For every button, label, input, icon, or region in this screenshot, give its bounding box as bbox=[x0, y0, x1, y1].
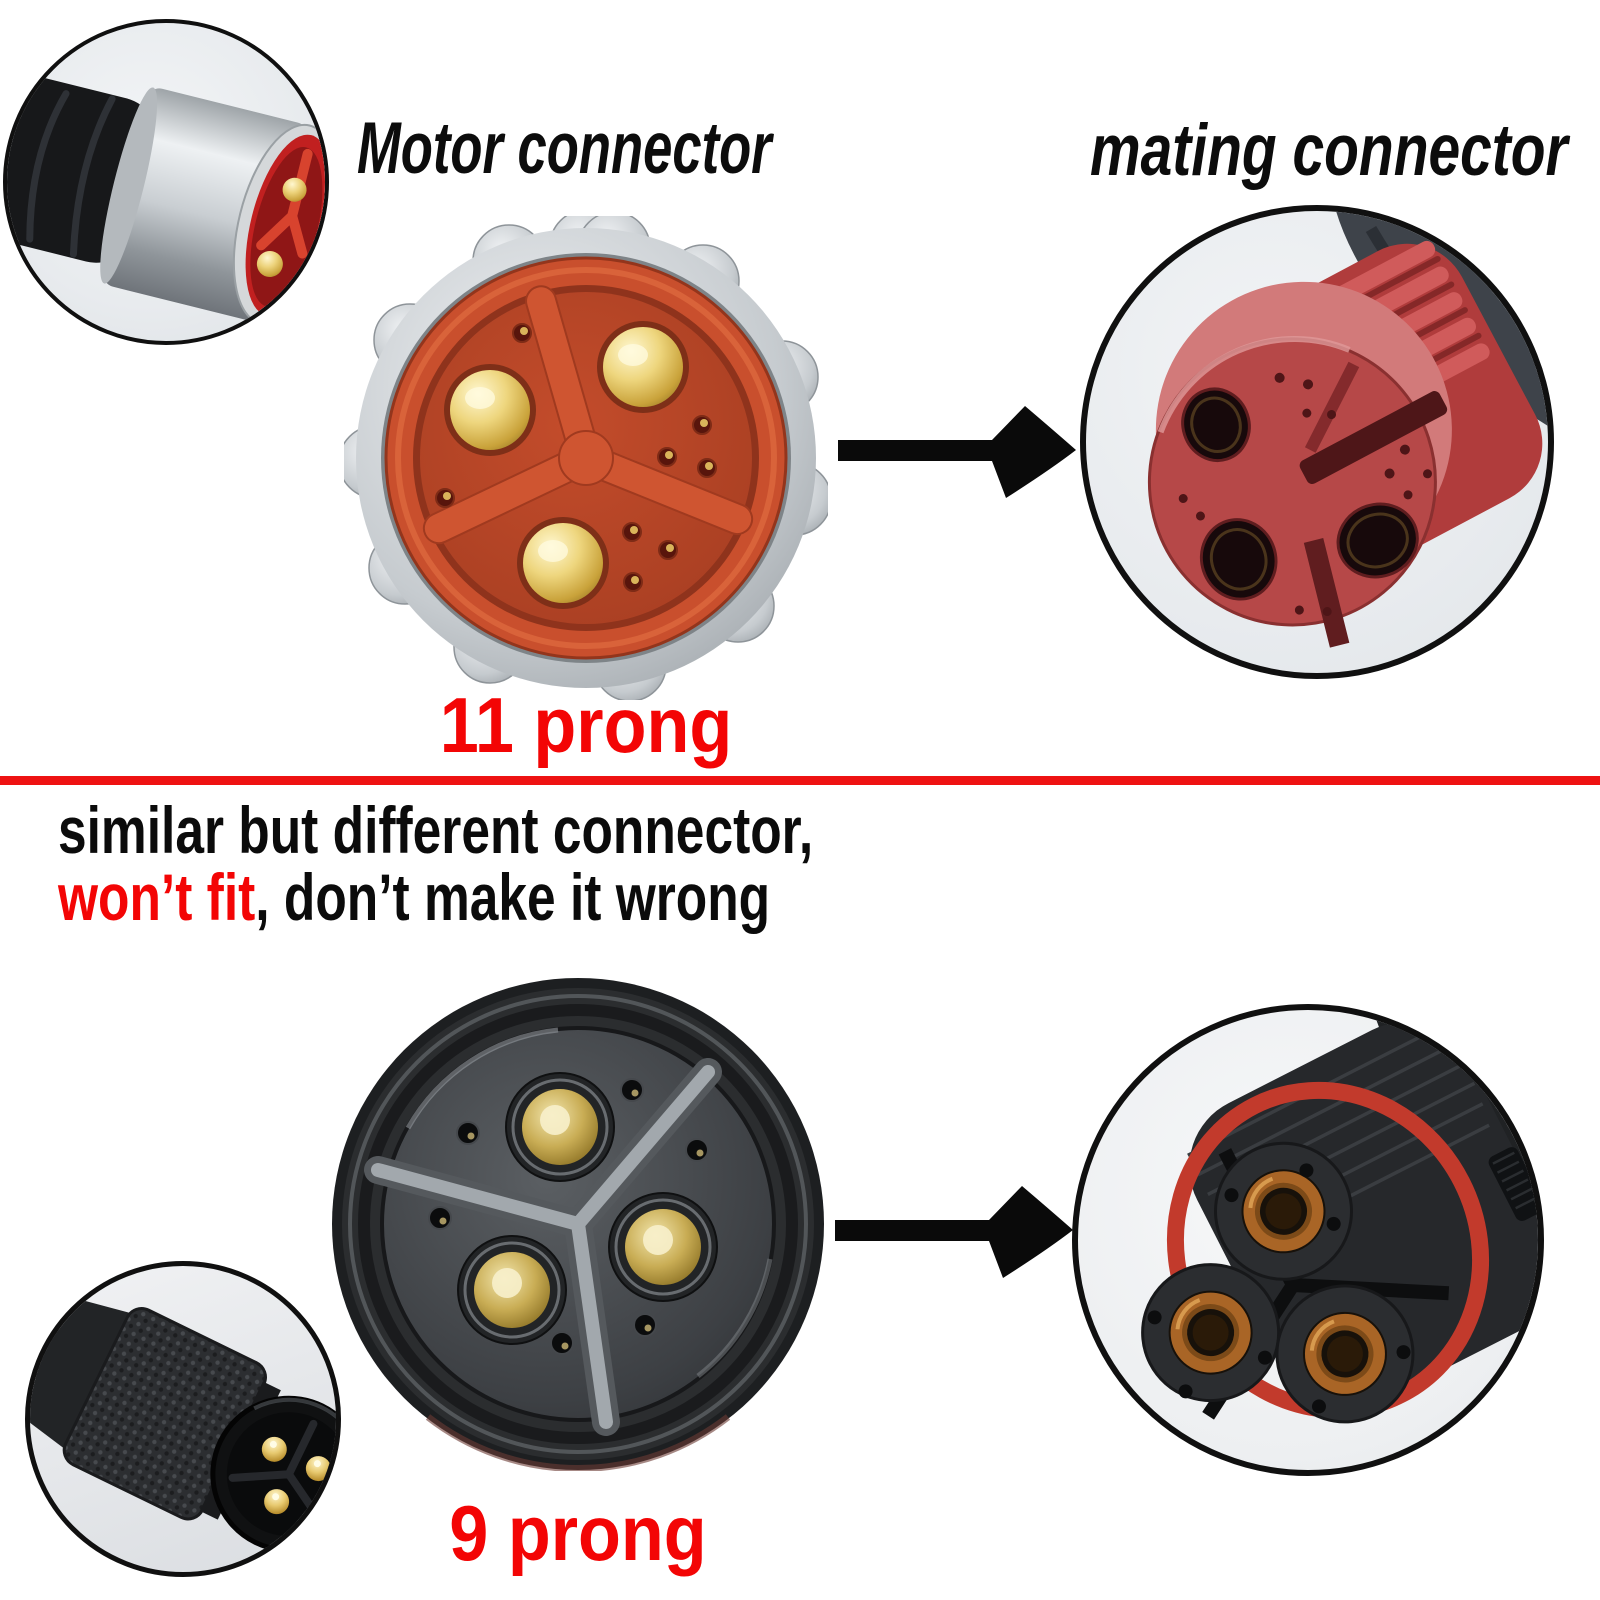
gold-pins bbox=[261, 1436, 331, 1515]
mating-face bbox=[1147, 281, 1452, 648]
red-mating-connector-photo-circle bbox=[1080, 205, 1554, 679]
large-gold-pins bbox=[457, 1072, 718, 1345]
motor-plug-side-photo-circle bbox=[3, 19, 329, 345]
arrow-right-icon bbox=[835, 1186, 1073, 1278]
cable bbox=[7, 52, 159, 263]
nine-prong-connector-photo bbox=[332, 978, 824, 1471]
gold-pin bbox=[282, 177, 307, 202]
eleven-prong-caption: 11 prong bbox=[439, 681, 733, 769]
arrow-right-icon bbox=[838, 406, 1076, 498]
warning-note-line2: won’t fit, don’t make it wrong bbox=[58, 864, 770, 930]
black-mating-connector-photo bbox=[1141, 1010, 1538, 1424]
pin-holes bbox=[1181, 387, 1419, 601]
gold-pin bbox=[256, 250, 283, 277]
nine-prong-caption: 9 prong bbox=[449, 1489, 707, 1577]
black-mating-connector-photo-circle bbox=[1072, 1004, 1544, 1476]
red-divider-line bbox=[0, 776, 1600, 785]
nine-prong-plug-photo bbox=[30, 1266, 336, 1553]
black-plug-side-view bbox=[30, 1266, 336, 1553]
warning-note-line2-rest: , don’t make it wrong bbox=[255, 860, 771, 934]
warning-note-line1: similar but different connector, bbox=[58, 793, 814, 867]
large-gold-pins bbox=[444, 321, 689, 609]
motor-connector-label: Motor connector bbox=[357, 108, 772, 189]
lobe-screw-dots bbox=[1147, 1163, 1411, 1414]
small-signal-pins bbox=[428, 1078, 709, 1355]
small-pin-dots bbox=[1178, 372, 1433, 617]
copper-sockets bbox=[1168, 1169, 1387, 1396]
motor-plug-side-photo bbox=[7, 52, 325, 326]
socket-face bbox=[1141, 1141, 1450, 1424]
y-divider bbox=[422, 285, 754, 545]
red-mating-connector-photo bbox=[1147, 211, 1548, 648]
small-signal-pins bbox=[435, 323, 717, 592]
nine-prong-plug-photo-circle bbox=[25, 1261, 341, 1577]
eleven-prong-connector-photo bbox=[344, 216, 828, 700]
y-divider bbox=[364, 1058, 722, 1436]
motor-plug-side-view bbox=[7, 52, 325, 326]
mating-connector-label: mating connector bbox=[1090, 110, 1568, 191]
wont-fit-text: won’t fit bbox=[58, 860, 256, 934]
